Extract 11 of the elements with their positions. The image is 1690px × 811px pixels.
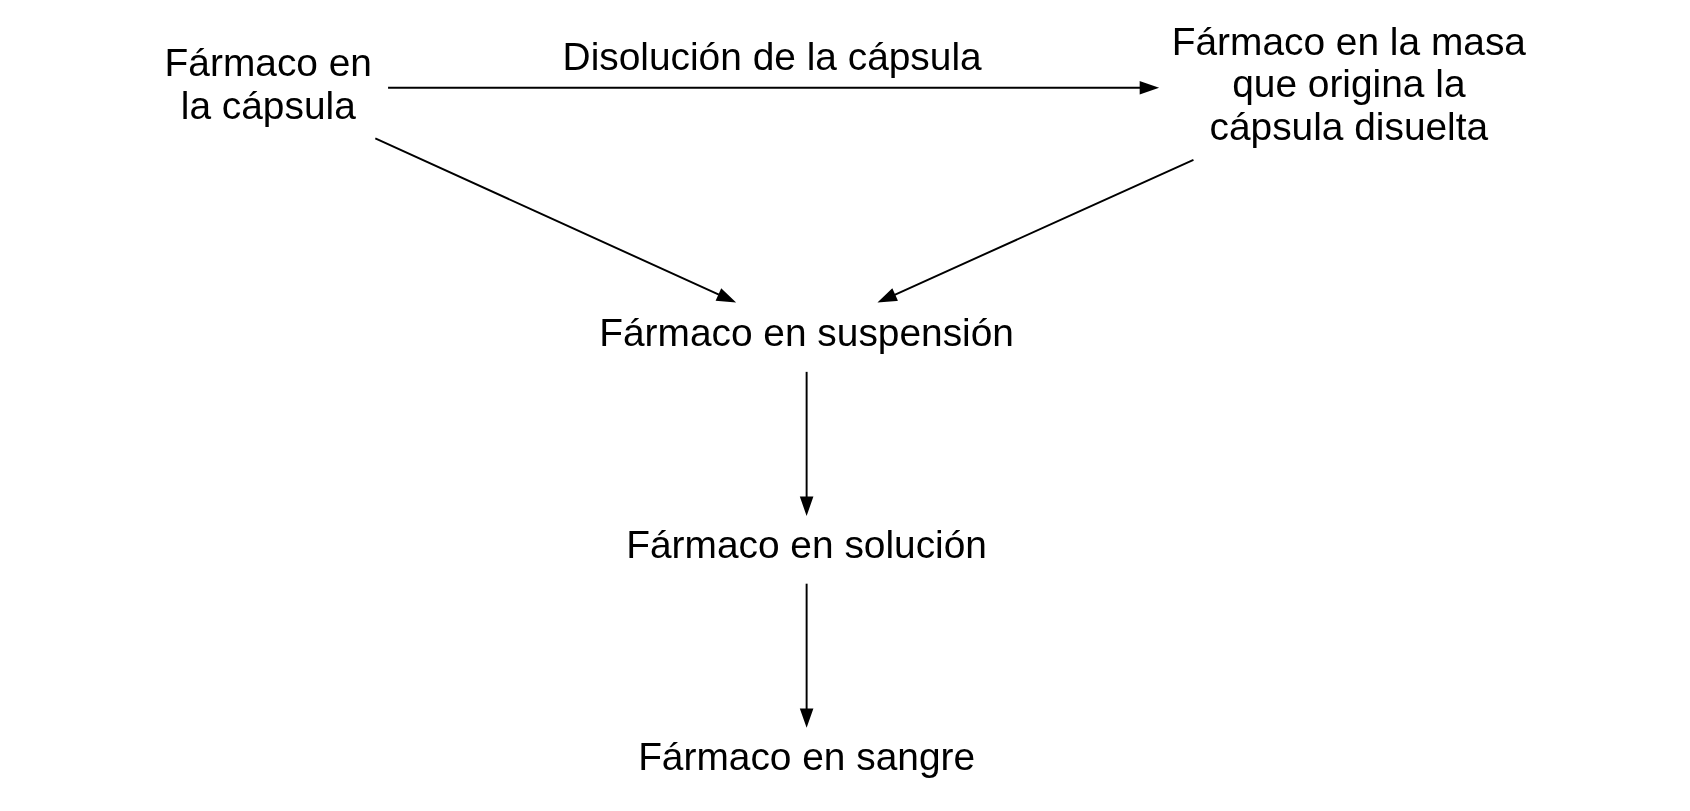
node-text: Fármaco en suspensión	[599, 311, 1014, 355]
arrow	[387, 80, 1160, 95]
node-text: Fármaco en la masa que origina la cápsula disuelta	[1171, 19, 1526, 149]
arrow	[799, 370, 814, 516]
node-text: Fármaco en la cápsula	[164, 41, 372, 127]
edge-label: Disolución de la cápsula	[562, 35, 982, 79]
arrow	[877, 158, 1195, 303]
node-text: Fármaco en sangre	[638, 734, 976, 778]
node-text: Fármaco en solución	[626, 523, 987, 567]
arrow	[374, 137, 737, 303]
arrow	[799, 582, 814, 728]
